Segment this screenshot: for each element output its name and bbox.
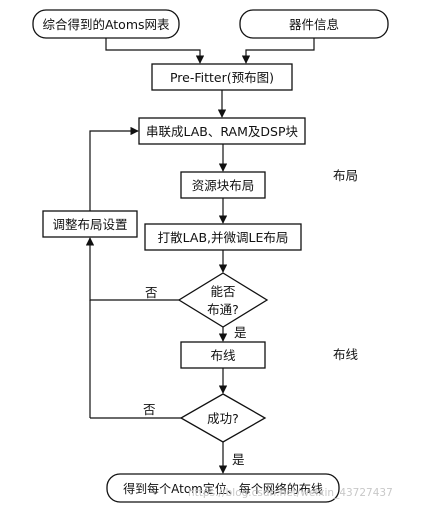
- side-label-placement: 布局: [333, 168, 358, 183]
- resource-placement-box: [180, 171, 266, 199]
- routing-label: 布线: [210, 348, 236, 363]
- edge-label-yes-success: 是: [232, 452, 245, 467]
- atoms-netlist-label: 综合得到的Atoms网表: [42, 17, 170, 32]
- cascade-blocks-label: 串联成LAB、RAM及DSP块: [146, 124, 298, 139]
- side-label-routing: 布线: [333, 347, 359, 362]
- edge-label-no-success: 否: [143, 402, 156, 417]
- edge-device-to-prefitter: [241, 38, 315, 64]
- cascade-blocks-box: [138, 117, 306, 145]
- scatter-lab-label: 打散LAB,并微调LE布局: [158, 230, 289, 245]
- final-result-box: [106, 473, 340, 503]
- can-route-diamond: [177, 272, 269, 328]
- adjust-settings-box: [42, 210, 138, 238]
- adjust-settings-label: 调整布局设置: [52, 217, 127, 232]
- routing-box: [180, 341, 266, 369]
- can-route-label-line1: 能否: [210, 284, 235, 299]
- edge-label-yes-canroute: 是: [234, 325, 247, 340]
- edge-label-no-canroute: 否: [145, 285, 158, 300]
- edge-adjust-to-cascade: [89, 126, 139, 211]
- pre-fitter-label: Pre-Fitter(预布图): [170, 70, 274, 85]
- final-result-label: 得到每个Atom定位、每个网络的布线: [123, 481, 323, 496]
- watermark-text: https://blog.csdn.net/weixin_43727437: [188, 487, 393, 499]
- device-info-label: 器件信息: [289, 17, 339, 32]
- can-route-label-line2: 布通?: [207, 302, 239, 317]
- resource-placement-label: 资源块布局: [192, 178, 255, 193]
- success-label: 成功?: [207, 411, 239, 426]
- edge-netlist-to-prefitter: [105, 38, 205, 64]
